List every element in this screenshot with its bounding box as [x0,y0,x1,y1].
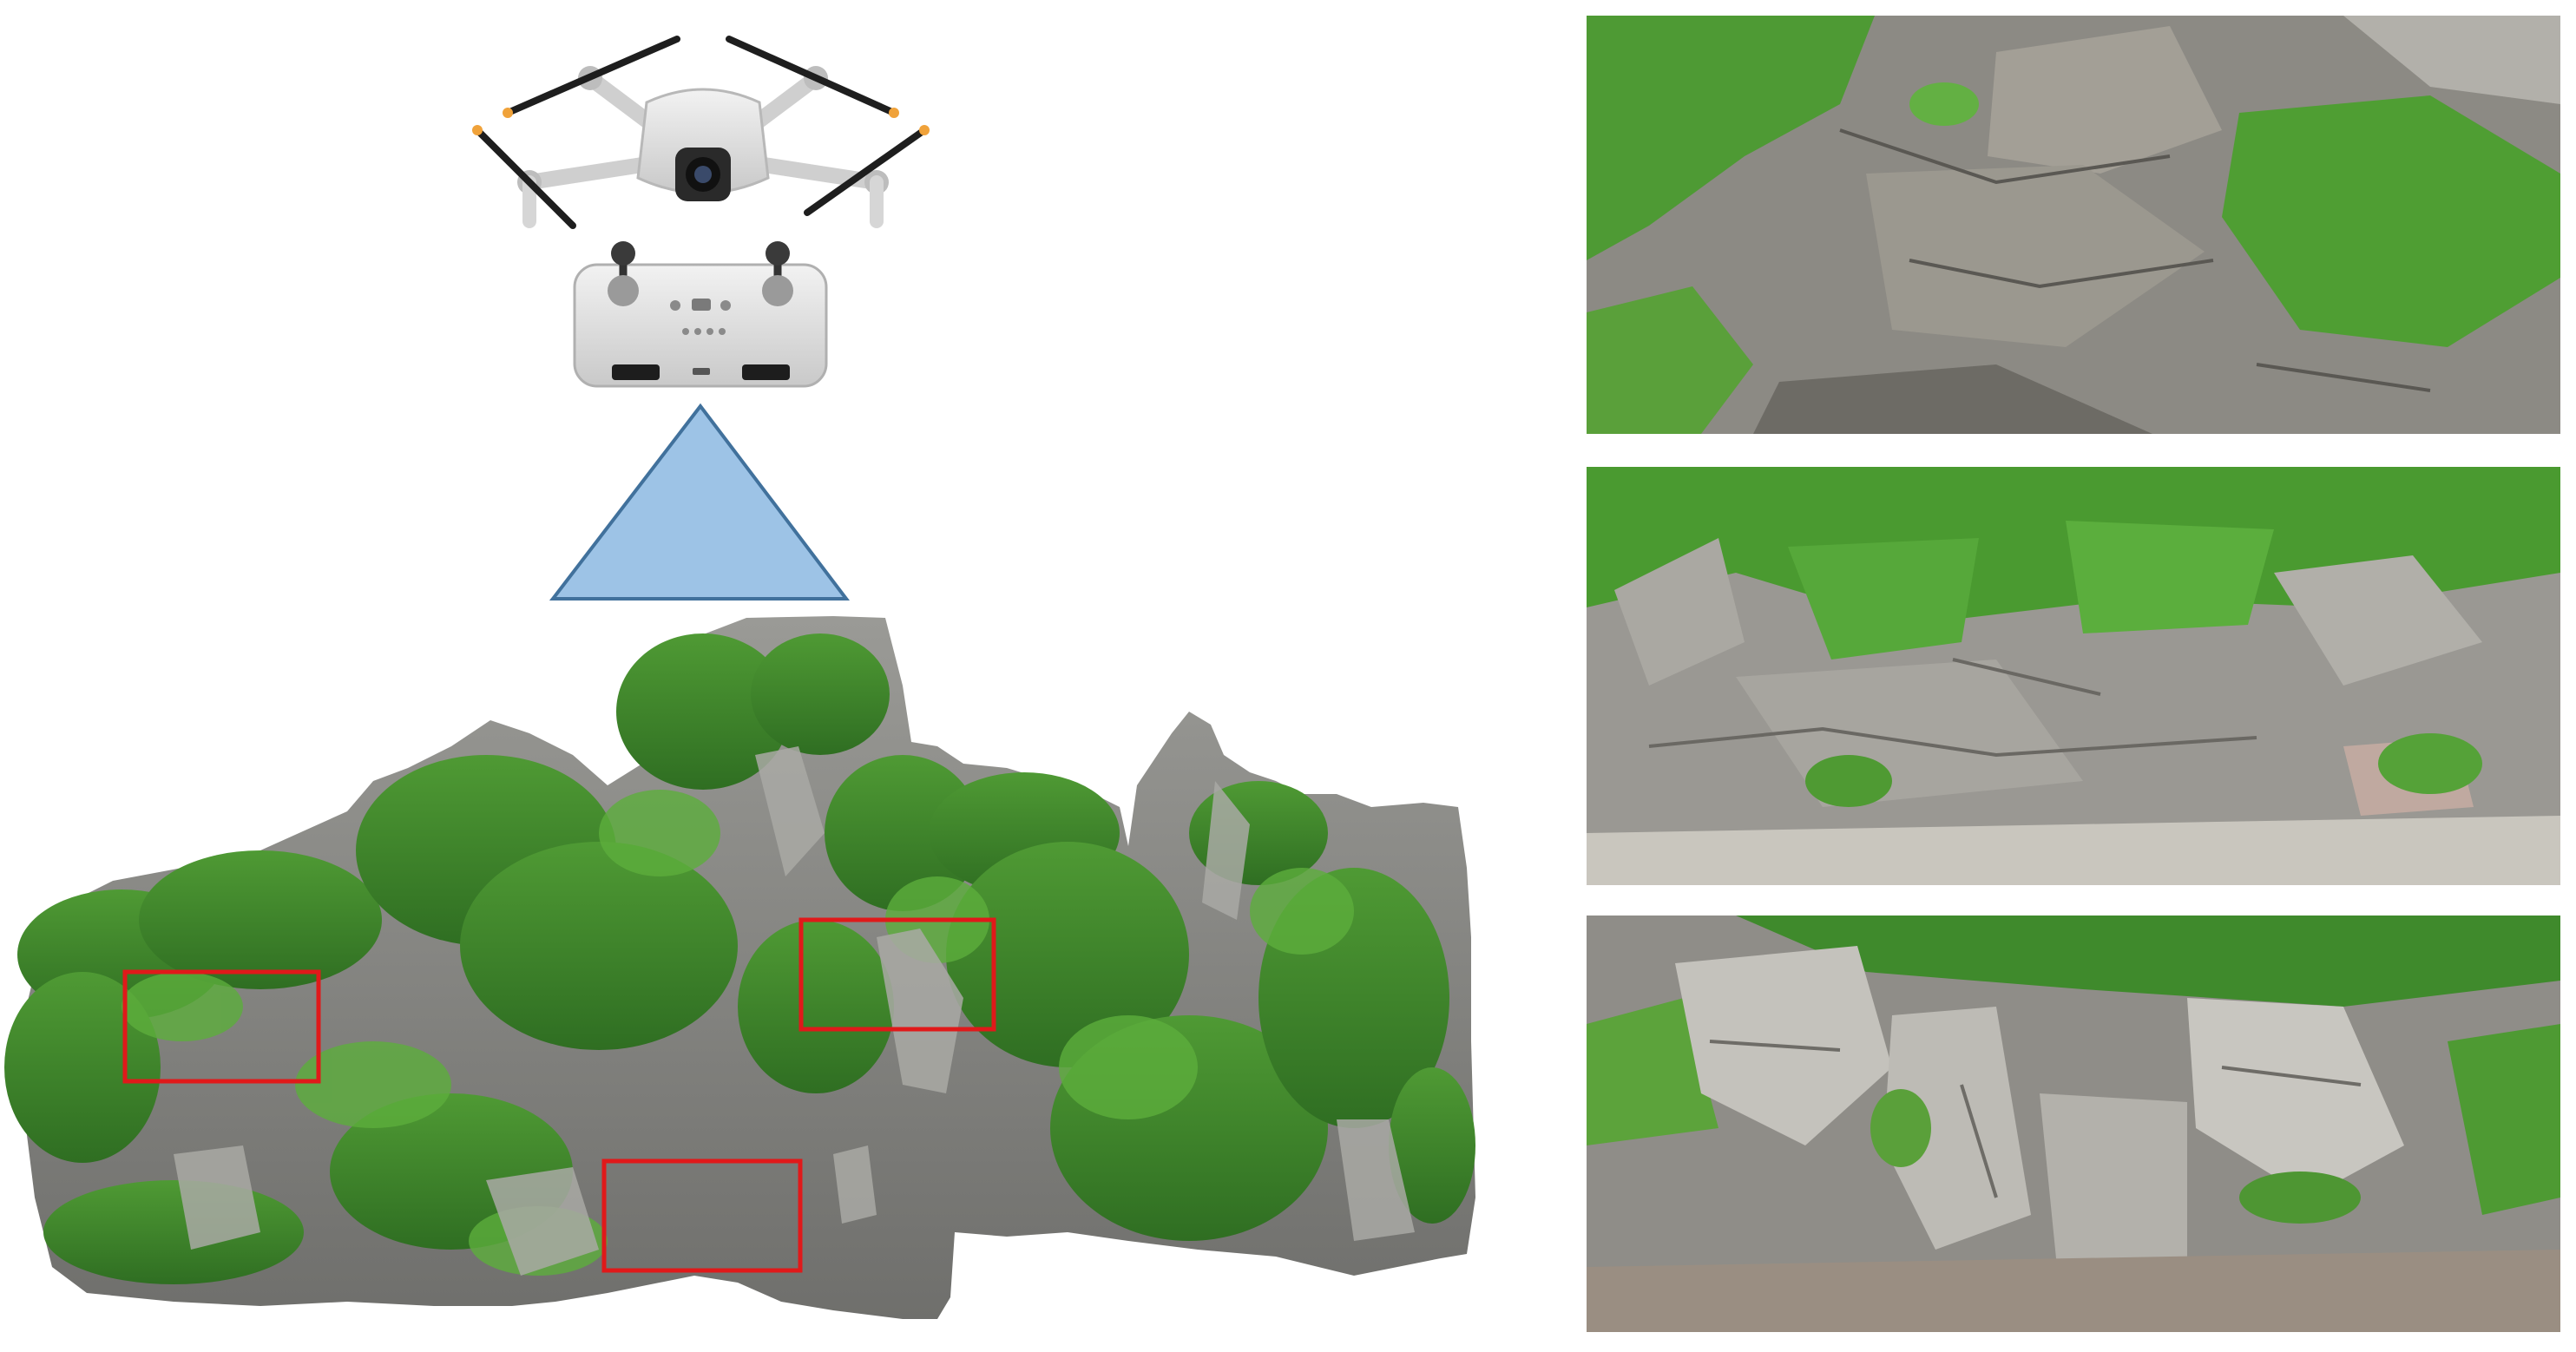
drone-icon [472,36,930,229]
cliff-3d-model [4,616,1475,1319]
highlight-box-2 [798,917,996,1032]
highlight-box-3 [601,1158,803,1273]
camera-view-triangle-icon [549,403,851,601]
close-up-photo-2 [1587,467,2560,885]
close-up-photo-1 [1587,16,2560,434]
remote-controller-icon [573,241,828,388]
highlight-box-1 [122,969,321,1084]
close-up-photo-3 [1587,916,2560,1332]
